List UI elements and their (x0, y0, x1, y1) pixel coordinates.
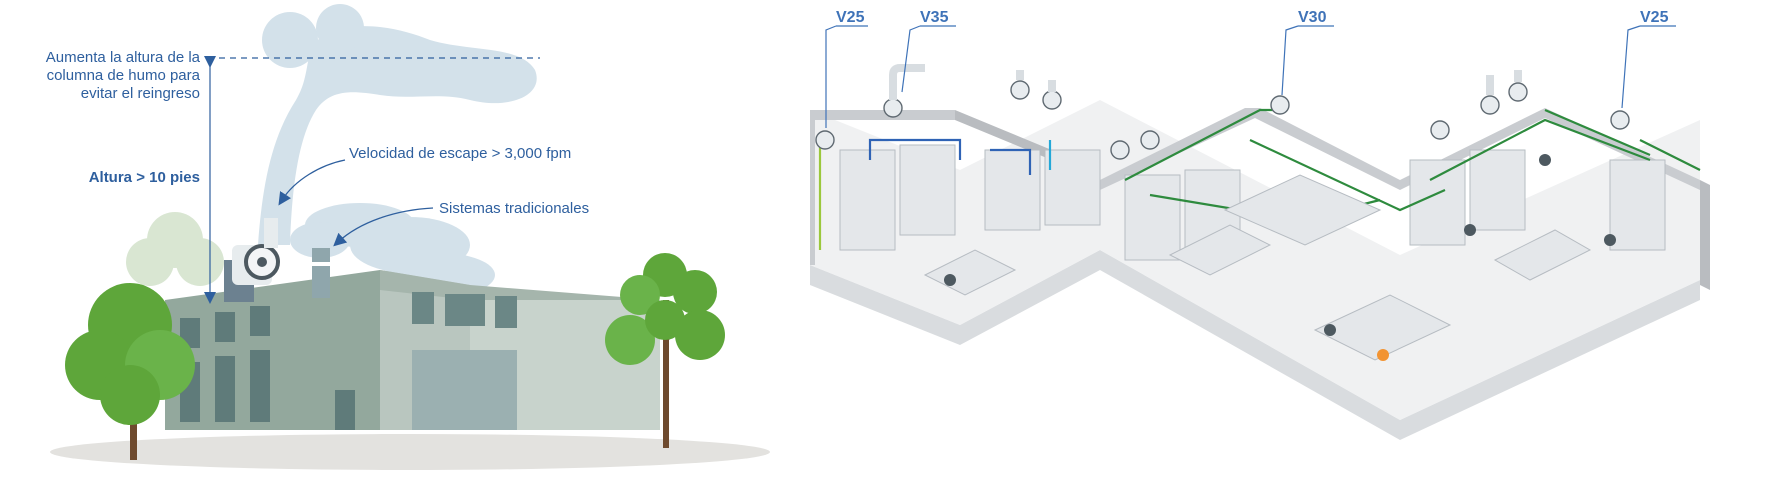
fan-model-label-1: V25 (836, 9, 865, 26)
exhaust-velocity-label: Velocidad de escape > 3,000 fpm (349, 145, 572, 162)
background-tree (126, 212, 224, 286)
lab-floor (810, 250, 1700, 440)
fan-model-label-4: V25 (1640, 9, 1669, 26)
fan-model-label-3: V30 (1298, 9, 1327, 26)
tall-smoke-plume (258, 4, 537, 245)
fan-model-label-2: V35 (920, 9, 949, 26)
lab-benches (923, 174, 1592, 361)
exhaust-velocity-pointer (278, 159, 346, 206)
reentry-annotation: Aumenta la altura de la columna de humo … (20, 49, 200, 103)
lab-people (944, 154, 1616, 361)
traditional-systems-pointer (333, 207, 434, 247)
height-label: Altura > 10 pies (88, 169, 200, 186)
lab-stacks (889, 64, 1522, 100)
model-callouts (825, 25, 1676, 128)
right-tree (605, 253, 725, 448)
reentry-annotation-line-3: evitar el reingreso (80, 85, 200, 102)
left-tree (65, 283, 195, 460)
fume-hoods (839, 144, 1666, 261)
reentry-annotation-line-1: Aumenta la altura de la (45, 49, 200, 66)
lab-illustration (810, 25, 1710, 440)
ground-shadow (50, 434, 770, 470)
factory-illustration (50, 4, 770, 470)
reentry-annotation-line-2: columna de humo para (46, 67, 200, 84)
lab-exhaust-fans (815, 80, 1630, 160)
traditional-systems-label: Sistemas tradicionales (439, 200, 590, 217)
